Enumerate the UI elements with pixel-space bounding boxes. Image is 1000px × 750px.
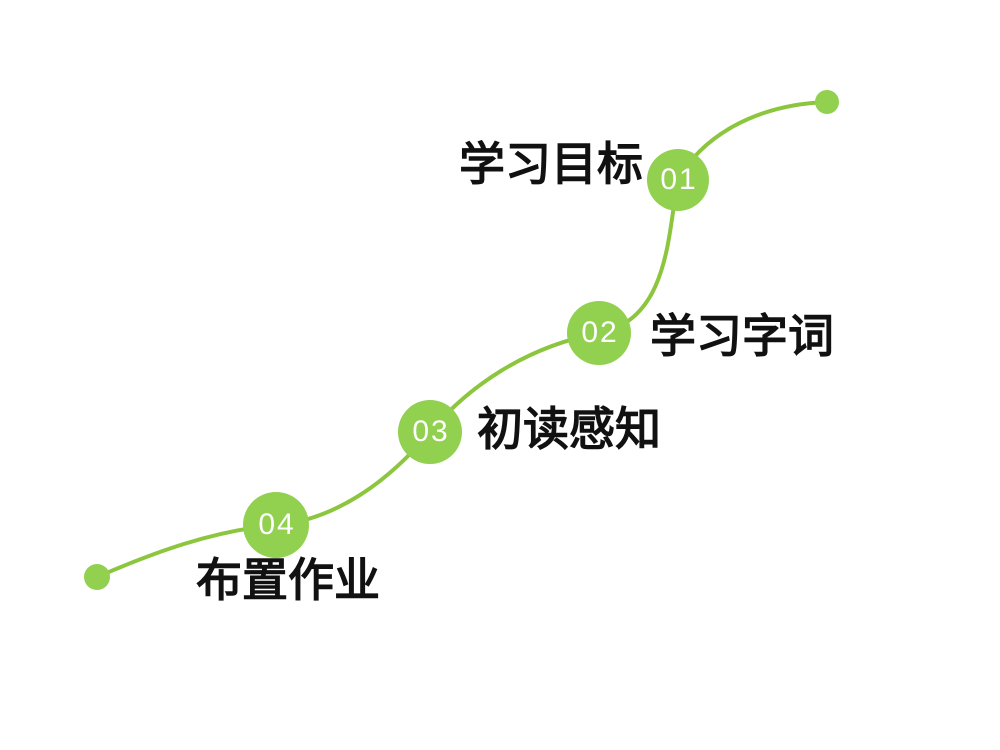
step-label-assign-homework: 布置作业 [196, 555, 380, 606]
step-circle-01: 01 [647, 149, 709, 211]
step-number-02: 02 [581, 316, 619, 349]
step-number-03: 03 [412, 415, 450, 448]
step-label-learning-goals: 学习目标 [459, 139, 643, 190]
path-endpoint-dot-bottom-left [84, 564, 110, 590]
step-label-learning-words: 学习字词 [650, 311, 834, 362]
step-circle-03: 03 [398, 400, 462, 464]
step-number-01: 01 [660, 163, 698, 196]
step-number-04: 04 [258, 508, 296, 541]
step-circle-04: 04 [243, 492, 309, 558]
path-endpoint-dot-top-right [815, 90, 839, 114]
step-circle-02: 02 [567, 301, 631, 365]
step-label-first-reading: 初读感知 [477, 404, 661, 455]
